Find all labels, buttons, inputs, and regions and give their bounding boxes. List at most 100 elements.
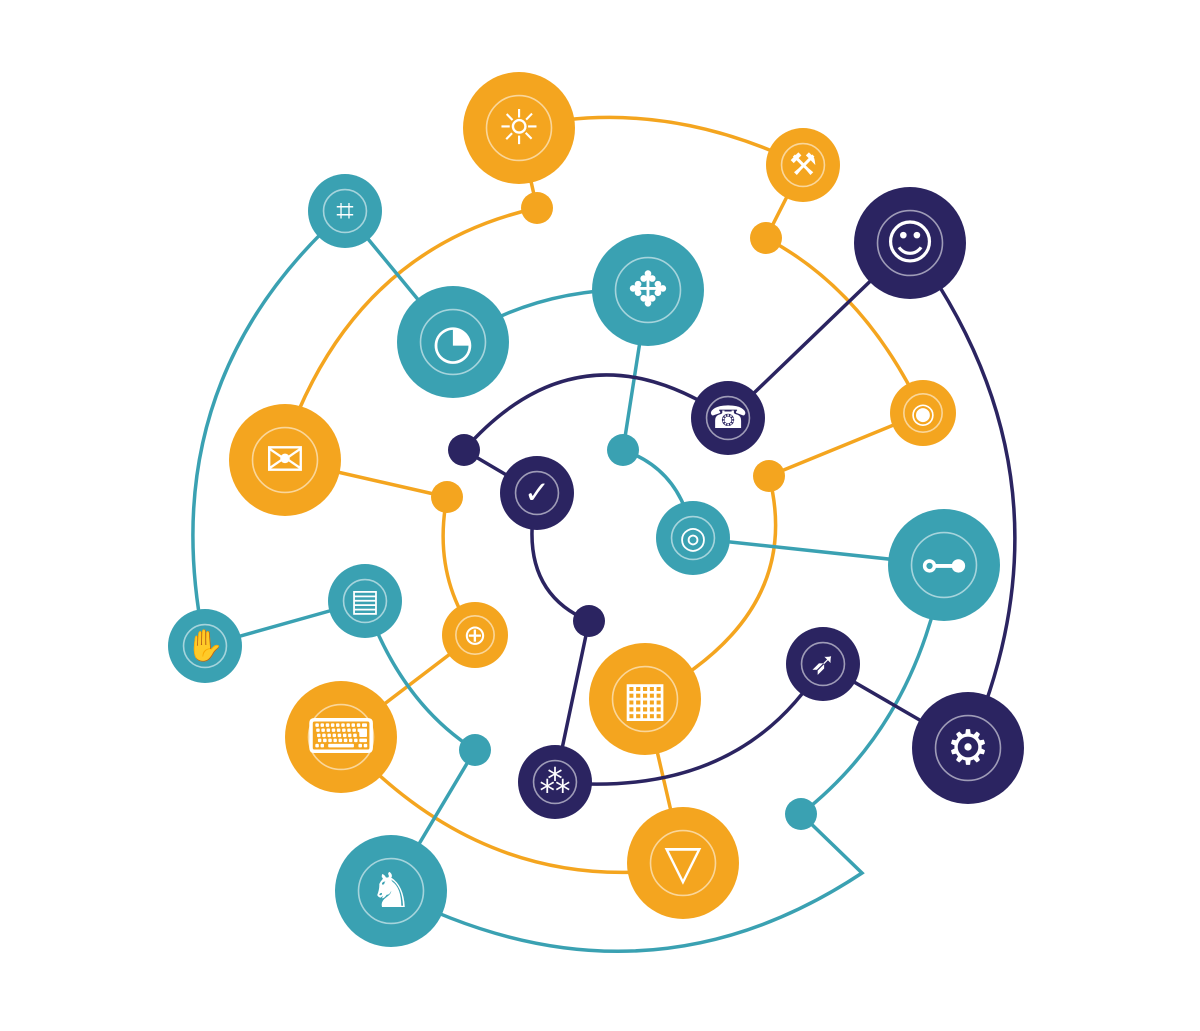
wrench-screwdriver-icon: ⚒ [789, 147, 817, 183]
icon-frame [705, 395, 751, 441]
node-dialogue-heads: ☺ [854, 187, 966, 299]
icon-frame [649, 829, 717, 897]
icon-frame [800, 641, 846, 687]
icon-frame [934, 714, 1002, 782]
node-envelope-document: ✉ [229, 404, 341, 516]
laptop-growth-icon: ⌨ [306, 709, 375, 765]
icon-frame [670, 515, 716, 561]
node-circle [592, 234, 704, 346]
puzzle-icon: ▦ [622, 671, 667, 727]
icon-frame [903, 393, 943, 433]
presentation-chart-icon: ⌗ [336, 193, 353, 229]
icon-frame [322, 188, 368, 234]
envelope-document-icon: ✉ [265, 432, 305, 488]
node-handshake: ✋ [168, 609, 242, 683]
junction-dot [607, 434, 639, 466]
node-circle [656, 501, 730, 575]
node-laptop-growth: ⌨ [285, 681, 397, 793]
dot-circle [573, 605, 605, 637]
connector-teal [389, 812, 865, 954]
node-rocket: ➶ [786, 627, 860, 701]
node-circle [308, 174, 382, 248]
globe-arrows-icon: ⊕ [463, 619, 486, 652]
dot-circle [521, 192, 553, 224]
node-puzzle: ▦ [589, 643, 701, 755]
id-card-icon: ▤ [350, 583, 379, 619]
connector-orange [764, 236, 925, 415]
node-id-card: ▤ [328, 564, 402, 638]
node-circle [335, 835, 447, 947]
junction-dot [573, 605, 605, 637]
node-circle [463, 72, 575, 184]
node-circle [328, 564, 402, 638]
connector-navy [462, 373, 730, 452]
node-circle [786, 627, 860, 701]
node-funnel: ▽ [627, 807, 739, 919]
node-circle [518, 745, 592, 819]
connector-orange [296, 206, 539, 414]
dialogue-heads-icon: ☺ [885, 215, 935, 271]
node-padlock-check: ✓ [500, 456, 574, 530]
chess-pieces-icon: ♞ [369, 863, 412, 919]
diagram-nodes: ☼⚒☺⌗✥◔☎◉✉✓◎⊶▤✋⊕▦➶⚙⌨⁂▽♞ [168, 72, 1024, 947]
target-arrow-icon: ◎ [679, 520, 706, 556]
node-circle [168, 609, 242, 683]
icon-frame [910, 531, 978, 599]
node-circle [854, 187, 966, 299]
node-expand-arrows: ✥ [592, 234, 704, 346]
dot-circle [607, 434, 639, 466]
connector-teal [191, 209, 347, 648]
support-agent-icon: ☎ [709, 400, 748, 436]
node-gear-cube: ⚙ [912, 692, 1024, 804]
node-circle [285, 681, 397, 793]
rocket-icon: ➶ [810, 646, 836, 682]
connector-navy [553, 662, 825, 786]
node-circle [500, 456, 574, 530]
pie-chart-icon: ◔ [432, 314, 474, 370]
icon-frame [532, 759, 578, 805]
connector-navy [908, 241, 1017, 750]
node-lightbulb-cycle: ☼ [463, 72, 575, 184]
node-target-arrow: ◎ [656, 501, 730, 575]
node-circle [766, 128, 840, 202]
icon-frame [357, 857, 425, 925]
node-globe-arrows: ⊕ [442, 602, 508, 668]
dot-circle [459, 734, 491, 766]
node-circle [888, 509, 1000, 621]
gear-cube-icon: ⚙ [946, 720, 989, 776]
funnel-icon: ▽ [665, 835, 702, 891]
dot-circle [750, 222, 782, 254]
icon-frame [419, 308, 487, 376]
dot-circle [431, 481, 463, 513]
node-circle [229, 404, 341, 516]
junction-dot [753, 460, 785, 492]
dot-circle [753, 460, 785, 492]
node-circle [912, 692, 1024, 804]
node-presentation-chart: ⌗ [308, 174, 382, 248]
node-circle [442, 602, 508, 668]
icon-frame [182, 623, 228, 669]
junction-dot [448, 434, 480, 466]
icon-frame [611, 665, 679, 733]
node-circle [691, 381, 765, 455]
node-wrench-screwdriver: ⚒ [766, 128, 840, 202]
dot-circle [448, 434, 480, 466]
icon-frame [614, 256, 682, 324]
icon-frame [251, 426, 319, 494]
node-support-agent: ☎ [691, 381, 765, 455]
dot-circle [785, 798, 817, 830]
node-network: ⁂ [518, 745, 592, 819]
junction-dot [431, 481, 463, 513]
expand-arrows-icon: ✥ [628, 262, 668, 318]
eye-gear-icon: ◉ [911, 397, 935, 430]
lightbulb-cycle-icon: ☼ [497, 100, 540, 156]
handshake-icon: ✋ [186, 627, 225, 664]
junction-dot [521, 192, 553, 224]
icon-frame [307, 703, 375, 771]
icon-frame [876, 209, 944, 277]
network-icon: ⁂ [540, 764, 571, 800]
junction-dot [750, 222, 782, 254]
node-circle [589, 643, 701, 755]
